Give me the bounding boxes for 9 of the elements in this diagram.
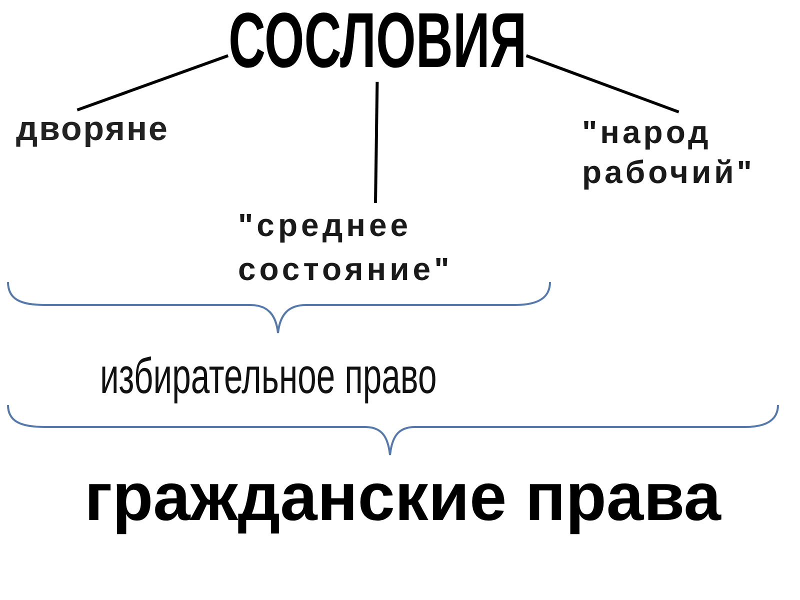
brace-label: избирательное право — [99, 350, 436, 402]
connector-line — [526, 54, 680, 114]
class-label: "народ рабочий" — [582, 112, 797, 192]
class-label: "среднее состояние" — [238, 203, 513, 291]
connector-line — [76, 54, 229, 112]
category-heading: СОСЛОВИЯ — [228, 0, 526, 82]
connector-line — [374, 82, 379, 204]
class-label: дворяне — [16, 110, 169, 150]
brace-label: гражданские права — [84, 462, 720, 534]
